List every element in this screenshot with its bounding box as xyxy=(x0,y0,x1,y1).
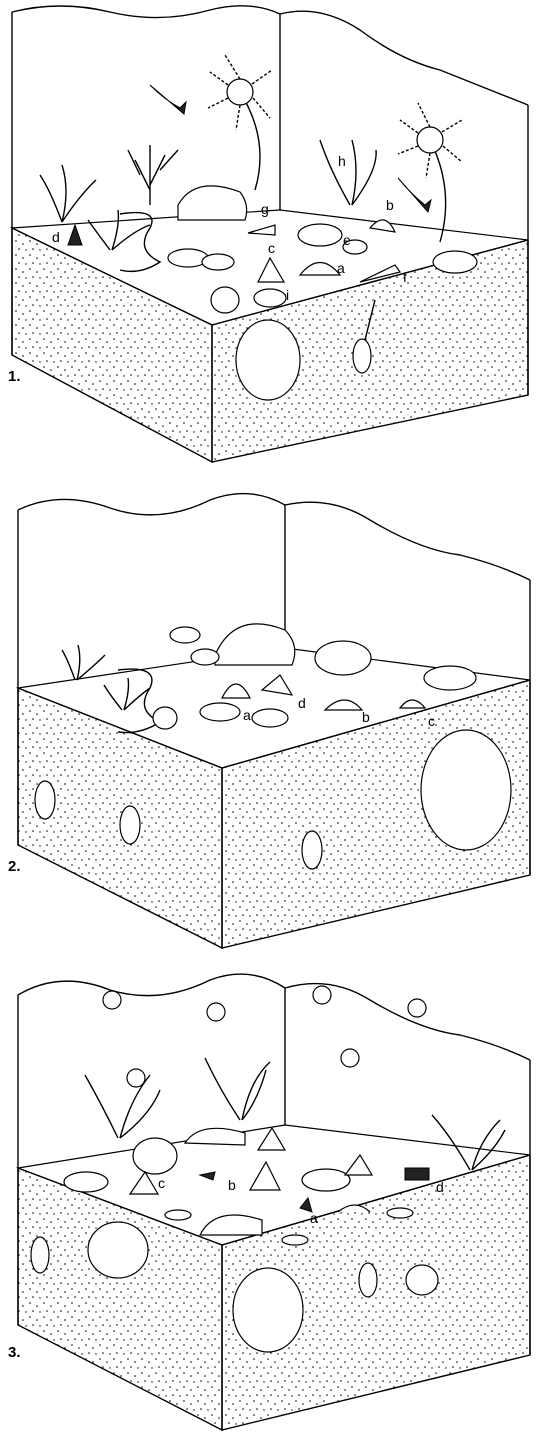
belemnite-2 xyxy=(398,178,431,212)
crinoid-left xyxy=(208,55,272,190)
mussel-pair xyxy=(433,251,477,273)
block-diagram-2-drawing: a b c d xyxy=(0,470,543,950)
mussel-cluster xyxy=(133,1138,177,1174)
mussel-pair xyxy=(424,666,476,690)
branching-coral xyxy=(128,145,178,205)
bivalve-shell-2 xyxy=(202,254,234,270)
bivalve-shell-2 xyxy=(252,709,288,727)
label-a: a xyxy=(337,260,345,276)
block-diagram-3: a b c d 3. xyxy=(0,950,543,1434)
bivalve-small-3 xyxy=(387,1208,413,1218)
buried-clam xyxy=(421,730,511,850)
clam-shell xyxy=(211,287,239,313)
buried-clam-1 xyxy=(88,1222,148,1278)
panel-3-number: 3. xyxy=(8,1344,21,1361)
label-c: c xyxy=(428,713,435,729)
burrowing-bivalve xyxy=(353,339,371,373)
label-b: b xyxy=(228,1177,236,1193)
burrowing-bivalve-2 xyxy=(359,1263,377,1297)
water-surface-line xyxy=(18,974,530,1060)
label-a: a xyxy=(243,707,251,723)
bryozoan-3 xyxy=(153,707,177,729)
seaweed-left xyxy=(40,165,96,222)
bryozoan-1 xyxy=(170,627,200,643)
label-d: d xyxy=(436,1179,444,1195)
oyster-shell xyxy=(298,224,342,246)
label-h: h xyxy=(338,153,346,169)
crinoid-right xyxy=(398,103,462,242)
burrowing-bivalve-2 xyxy=(120,806,140,844)
seaweed-left xyxy=(85,1075,160,1138)
block-diagram-1-drawing: a b c d e f g h i xyxy=(0,0,543,470)
burrowing-bivalve-3 xyxy=(302,831,322,869)
panel-2-number: 2. xyxy=(8,858,21,875)
oyster-shell-1 xyxy=(64,1172,108,1192)
block-diagram-1: a b c d e f g h i 1. xyxy=(0,0,543,470)
seaweed-mid xyxy=(205,1058,270,1120)
ammonite-group xyxy=(103,986,426,1087)
bivalve-small-1 xyxy=(165,1210,191,1220)
water-surface-line xyxy=(12,6,528,105)
label-d: d xyxy=(298,695,306,711)
buried-shell xyxy=(406,1265,438,1295)
block-diagram-3-drawing: a b c d xyxy=(0,950,543,1434)
label-e: e xyxy=(343,232,351,248)
seaweed-right xyxy=(320,140,376,205)
panel-1-number: 1. xyxy=(8,368,21,385)
burrowing-bivalve-1 xyxy=(31,1237,49,1273)
dark-shell-d xyxy=(405,1168,429,1180)
label-f: f xyxy=(403,269,407,285)
seaweed-left xyxy=(62,645,105,680)
water-surface-line xyxy=(18,494,530,580)
buried-clam xyxy=(236,320,300,400)
buried-clam-2 xyxy=(233,1268,303,1352)
label-d: d xyxy=(52,229,60,245)
label-b: b xyxy=(386,197,394,213)
snail-i xyxy=(254,289,286,307)
oyster-shell xyxy=(315,641,371,675)
bivalve-shell-1 xyxy=(200,703,240,721)
scallop-shell xyxy=(178,186,247,220)
scallop-shell xyxy=(215,624,295,665)
label-c: c xyxy=(268,240,275,256)
block-diagram-2: a b c d 2. xyxy=(0,470,543,950)
label-c: c xyxy=(158,1175,165,1191)
label-g: g xyxy=(261,201,269,217)
bryozoan-2 xyxy=(191,649,219,665)
label-i: i xyxy=(286,287,289,303)
oyster-shell-2 xyxy=(302,1169,350,1191)
belemnite-1 xyxy=(150,85,186,114)
bivalve-small-2 xyxy=(282,1235,308,1245)
burrowing-bivalve-1 xyxy=(35,781,55,819)
scallop-shell-back xyxy=(185,1128,245,1145)
label-a: a xyxy=(310,1210,318,1226)
label-b: b xyxy=(362,709,370,725)
